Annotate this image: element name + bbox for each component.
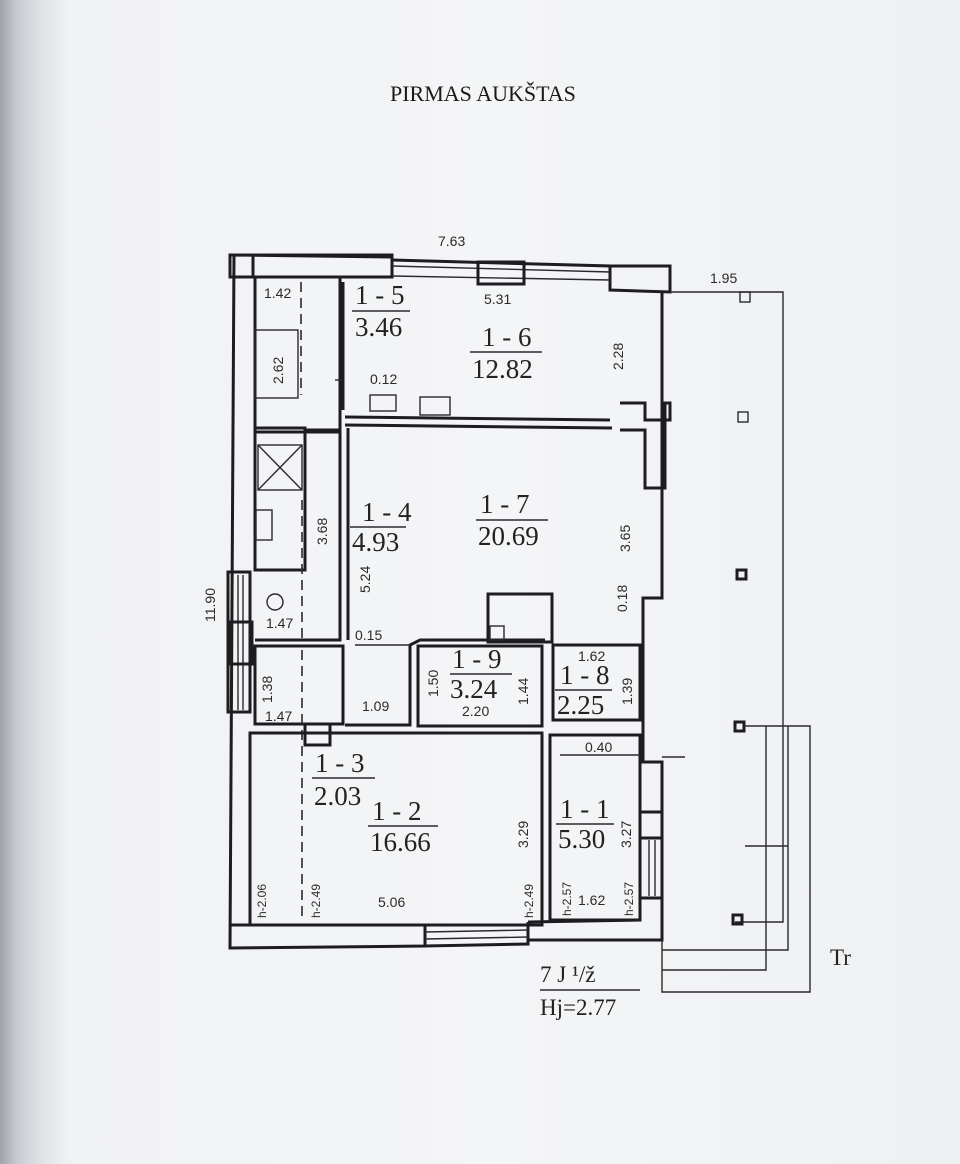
room-area-1-7: 20.69 xyxy=(478,521,539,551)
dim-label: 2.20 xyxy=(462,703,489,719)
dim-label: 1.38 xyxy=(259,676,275,703)
room-labels: 1 - 5 3.46 1 - 6 12.82 1 - 7 20.69 1 - 4… xyxy=(312,280,614,857)
dim-label: 5.24 xyxy=(357,566,373,593)
room-area-1-1: 5.30 xyxy=(558,824,605,854)
dim-label: 1.44 xyxy=(515,678,531,705)
dim-label: 1.47 xyxy=(265,708,292,724)
room-area-1-4: 4.93 xyxy=(352,527,399,557)
dim-label: 5.31 xyxy=(484,291,511,307)
room-id-1-5: 1 - 5 xyxy=(355,280,405,310)
dim-overall-length: 11.90 xyxy=(202,588,218,622)
legend-terrace: Tr xyxy=(830,945,851,970)
dim-label: 0.12 xyxy=(370,371,397,387)
terrace xyxy=(661,291,811,993)
room-id-1-1: 1 - 1 xyxy=(560,794,610,824)
room-id-1-4: 1 - 4 xyxy=(362,497,412,527)
dim-label: 3.29 xyxy=(515,821,531,848)
dim-label: 5.06 xyxy=(378,894,405,910)
room-area-1-5: 3.46 xyxy=(355,312,402,342)
room-id-1-2: 1 - 2 xyxy=(372,796,422,826)
plan-title: PIRMAS AUKŠTAS xyxy=(390,81,576,106)
height-label: h-2.06 xyxy=(255,884,269,918)
dim-overall-width: 7.63 xyxy=(438,233,465,249)
height-label: h-2.49 xyxy=(309,884,323,918)
room-id-1-3: 1 - 3 xyxy=(315,748,365,778)
room-area-1-6: 12.82 xyxy=(472,354,533,384)
legend-code: 7 J ¹/ž xyxy=(540,962,595,987)
room-area-1-8: 2.25 xyxy=(557,690,604,720)
dim-label: 2.62 xyxy=(270,357,286,384)
legend-height: Hj=2.77 xyxy=(540,995,616,1020)
height-label: h-2.57 xyxy=(622,882,636,916)
room-area-1-2: 16.66 xyxy=(370,827,431,857)
dim-label: 1.62 xyxy=(578,648,605,664)
dim-label: 1.39 xyxy=(619,678,635,705)
plan-legend: 7 J ¹/ž Hj=2.77 Tr xyxy=(540,945,851,1020)
dim-label: 1.47 xyxy=(266,615,293,631)
dim-label: 1.42 xyxy=(264,285,291,301)
height-label: h-2.57 xyxy=(560,882,574,916)
dim-label: 3.65 xyxy=(617,525,633,552)
room-id-1-8: 1 - 8 xyxy=(560,660,610,690)
dim-terrace-width: 1.95 xyxy=(710,270,737,286)
room-id-1-9: 1 - 9 xyxy=(452,644,502,674)
dim-label: 1.09 xyxy=(362,698,389,714)
dimension-labels: 7.63 1.95 1.42 5.31 0.12 2.62 2.28 3.68 … xyxy=(202,233,737,910)
dim-label: 1.62 xyxy=(578,892,605,908)
room-id-1-6: 1 - 6 xyxy=(482,322,532,352)
room-outlines xyxy=(248,275,642,927)
dim-label: 2.28 xyxy=(610,343,626,370)
ceiling-heights: h-2.06 h-2.49 h-2.49 h-2.57 h-2.57 xyxy=(255,882,636,918)
dim-label: 3.27 xyxy=(618,821,634,848)
room-id-1-7: 1 - 7 xyxy=(480,489,530,519)
height-label: h-2.49 xyxy=(522,884,536,918)
dim-label: 0.40 xyxy=(585,739,612,755)
dim-label: 0.18 xyxy=(614,585,630,612)
dim-label: 0.15 xyxy=(355,627,382,643)
dim-label: 1.50 xyxy=(425,670,441,697)
room-area-1-9: 3.24 xyxy=(450,674,498,704)
room-area-1-3: 2.03 xyxy=(314,781,361,811)
dim-label: 3.68 xyxy=(314,518,330,545)
